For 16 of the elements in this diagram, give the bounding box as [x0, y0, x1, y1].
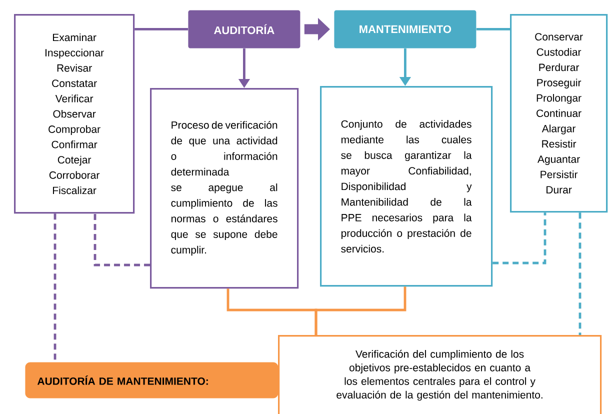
connector-line — [476, 28, 510, 30]
definition-box: Verificación del cumplimiento de los objetivos pre-establecidos en cuanto a los elementos centrales para el control y evaluación de la gestión del mantenimiento. — [278, 335, 602, 414]
word-list-box: Examinar Inspeccionar Revisar Constatar Verificar Observar Comprobar Confirmar Cotejar Corroborar Fiscalizar — [14, 14, 135, 214]
node-label: AUDITORÍA DE MANTENIMIENTO: — [37, 375, 208, 385]
connector-line — [314, 286, 406, 335]
connector-line — [134, 28, 188, 30]
dashed-connector — [578, 212, 582, 335]
title-box: AUDITORÍA — [188, 10, 300, 48]
definition-box: Conjunto de actividades mediante las cuales se busca garantizar la mayor Confiabilidad, Disponibilidad y Mantenibilidad de la PPE necesarios para la producción o prestación de servicios. — [320, 86, 493, 287]
word-list-box: Conservar Custodiar Perdurar Proseguir Prolongar Continuar Alargar Resistir Aguantar Persistir Durar — [510, 14, 608, 213]
definition-box: Proceso de verificación de que una actividad o información determinada se apegue al cumplimiento de las normas o estándares que se supone debe cumplir. — [150, 88, 299, 289]
title-box: MANTENIMIENTO — [334, 10, 476, 48]
dashed-connector — [492, 212, 546, 264]
dashed-connector — [54, 214, 56, 362]
label-banner: AUDITORÍA DE MANTENIMIENTO: — [25, 362, 278, 398]
dashed-connector — [94, 214, 150, 266]
